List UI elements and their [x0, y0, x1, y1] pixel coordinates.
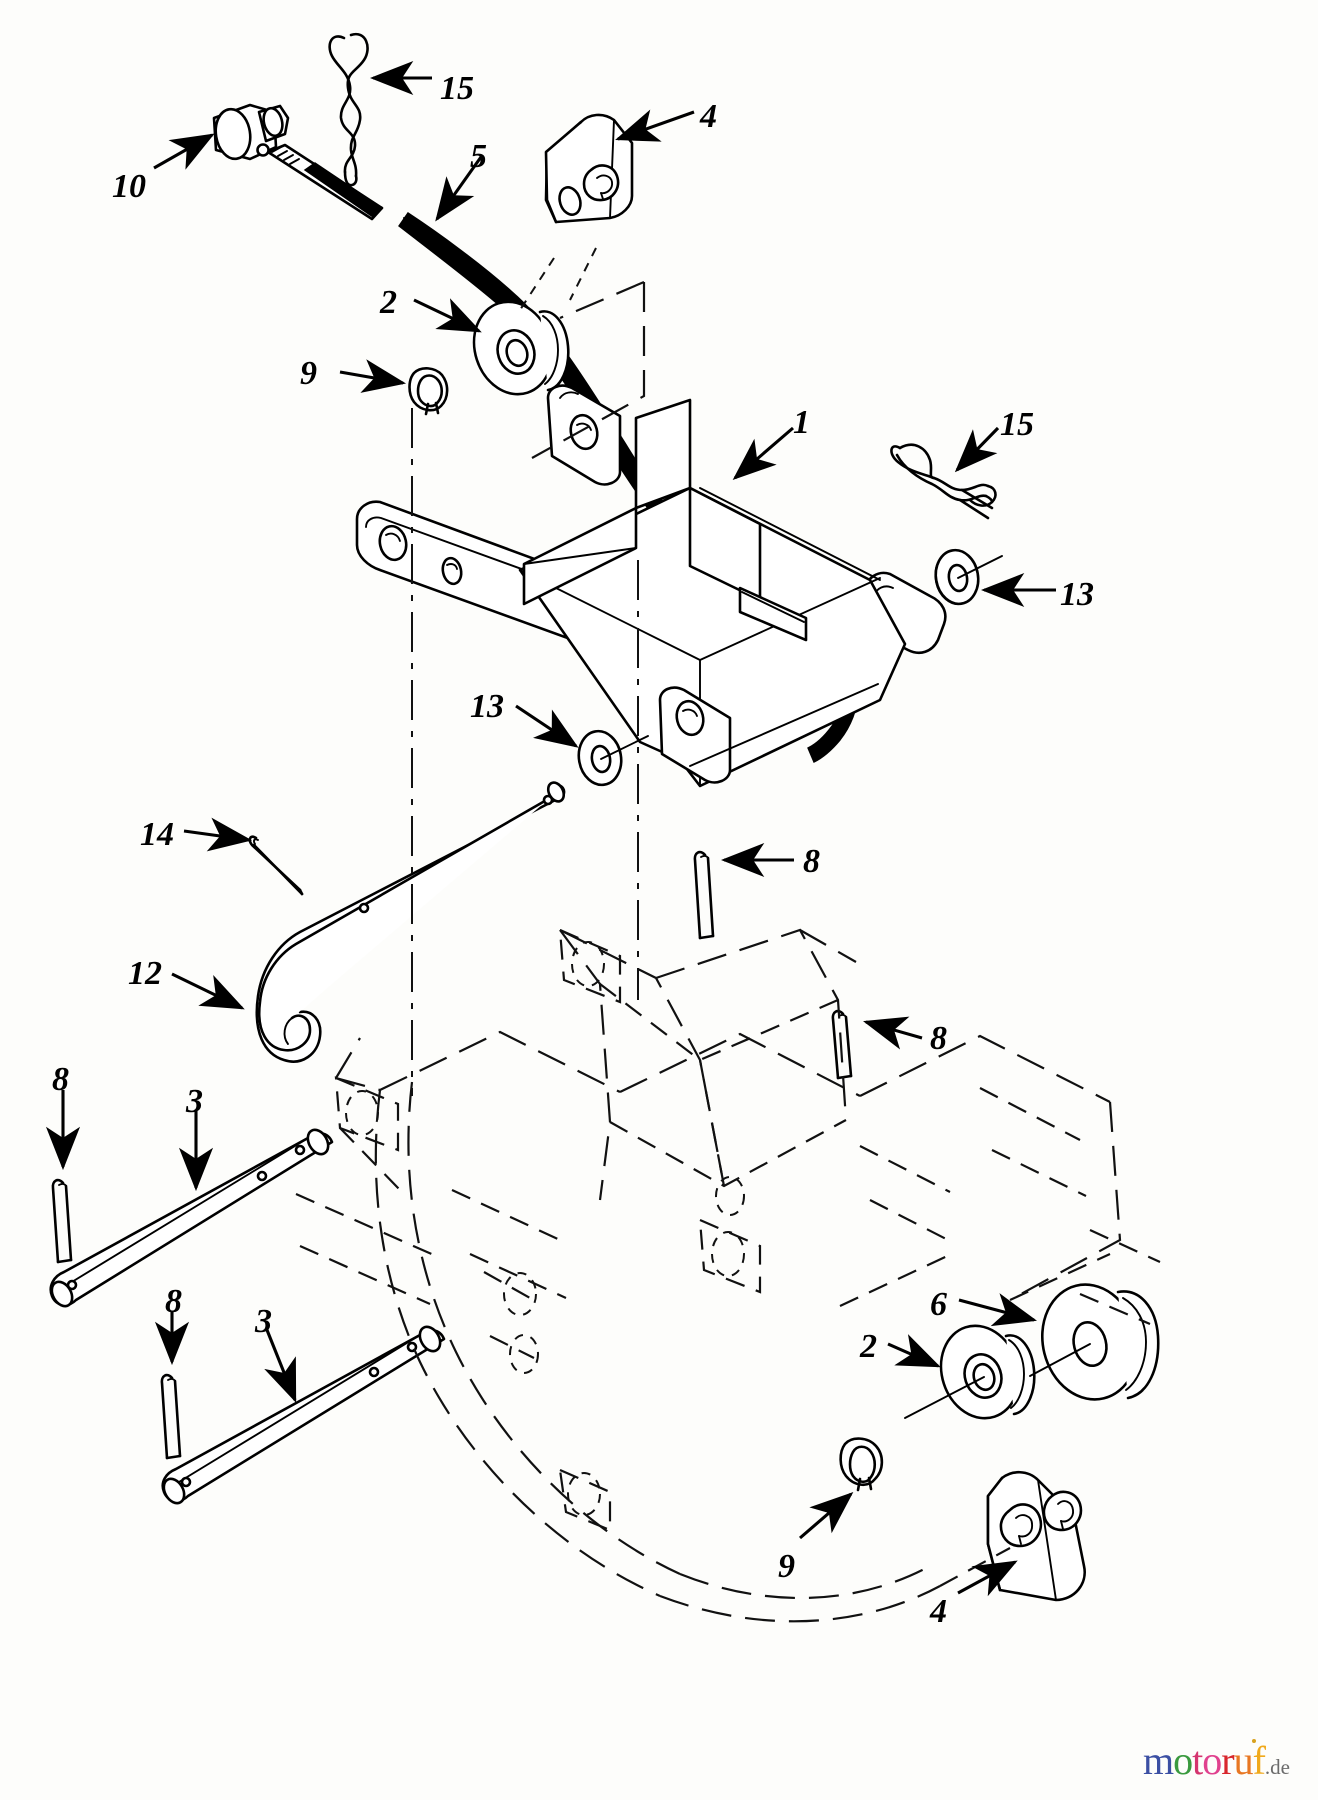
callout-number-9-c9b: 9 [778, 1548, 795, 1585]
watermark-dot-icon [1251, 1739, 1256, 1743]
callout-number-10-c10: 10 [112, 168, 146, 205]
callout-number-6-c6: 6 [930, 1286, 947, 1323]
callout-number-5-c5: 5 [470, 138, 487, 175]
part-13-washer-center [577, 729, 649, 787]
watermark-motoruf: motoruf.de [1143, 1737, 1290, 1784]
part-15-hairpin-upper [328, 32, 369, 187]
part-15-hairpin-right [890, 443, 997, 520]
callout-number-2-c2b: 2 [860, 1328, 877, 1365]
part-12-hook-rod [255, 781, 566, 1063]
part-3-link-rod-upper [49, 1128, 334, 1308]
part-9-retaining-ring-lower [839, 1437, 884, 1492]
callout-number-8-c8d: 8 [165, 1283, 182, 1320]
watermark-letter: t [1192, 1738, 1203, 1783]
callout-number-8-c8b: 8 [930, 1020, 947, 1057]
part-8-cotter-left-lower [160, 1373, 182, 1460]
hidden-bracket-mid [558, 928, 622, 1004]
part-4-clevis-upper [544, 113, 634, 224]
watermark-letter: r [1221, 1738, 1234, 1783]
hidden-bracket-left [334, 1076, 401, 1191]
callout-number-14-c14: 14 [140, 816, 174, 853]
watermark-letter: o [1202, 1738, 1222, 1783]
part-6-spacer-roller [1029, 1283, 1160, 1401]
callout-number-12-c12: 12 [128, 955, 162, 992]
callout-number-1-c1: 1 [793, 404, 810, 441]
part-2-pulley-lower [904, 1324, 1036, 1420]
callout-number-9-c9a: 9 [300, 355, 317, 392]
part-8-cotter-upper-right [693, 850, 715, 940]
callout-number-2-c2a: 2 [380, 284, 397, 321]
part-1-lift-frame [355, 384, 978, 788]
callout-number-3-c3a: 3 [186, 1083, 203, 1120]
part-3-link-rod-lower [161, 1325, 446, 1505]
watermark-letter: u [1233, 1738, 1254, 1783]
watermark-tld: .de [1264, 1755, 1290, 1779]
callout-number-4-c4b: 4 [930, 1593, 947, 1630]
watermark-letter: o [1173, 1738, 1193, 1783]
callout-number-3-c3b: 3 [255, 1303, 272, 1340]
callout-number-13-c13a: 13 [1060, 576, 1094, 613]
watermark-letter: f [1252, 1738, 1266, 1783]
callout-number-8-c8c: 8 [52, 1061, 69, 1098]
callout-number-15-c15b: 15 [1000, 406, 1034, 443]
part-10-knob-assembly [212, 103, 384, 221]
watermark-letter: m [1143, 1738, 1174, 1783]
part-9-retaining-ring-upper [408, 367, 449, 416]
hidden-bracket-right [698, 1176, 762, 1294]
part-13-washer-right [934, 548, 1003, 606]
callout-number-13-c13b: 13 [470, 688, 504, 725]
part-8-cotter-left-upper [51, 1178, 73, 1264]
part-2-pulley-upper [472, 300, 570, 396]
callout-number-15-c15a: 15 [440, 70, 474, 107]
callout-number-8-c8a: 8 [803, 843, 820, 880]
callout-number-4-c4a: 4 [700, 98, 717, 135]
